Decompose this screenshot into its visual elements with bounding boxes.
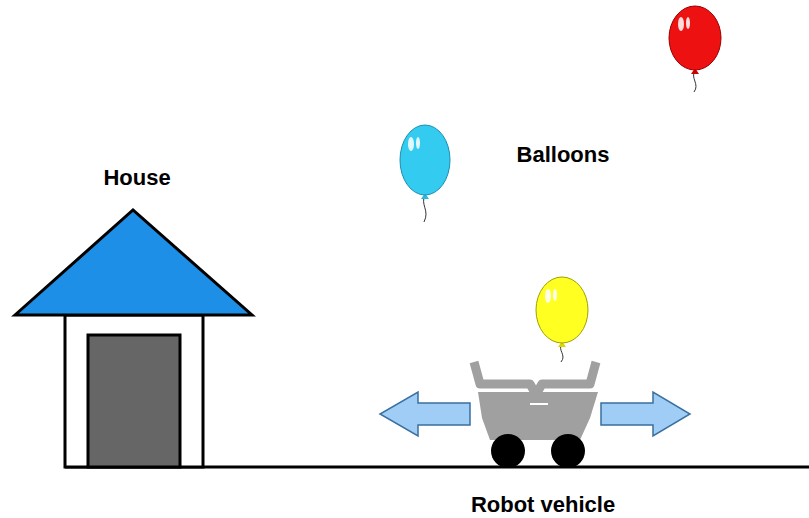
balloon-blue (400, 125, 450, 222)
vehicle-label: Robot vehicle (471, 494, 615, 516)
left-arrow (380, 392, 470, 436)
house-label: House (103, 167, 170, 189)
robot-vehicle (474, 362, 598, 468)
right-arrow (601, 392, 690, 436)
balloon-yellow (536, 277, 588, 362)
house-illustration (15, 210, 252, 467)
balloon-red (669, 6, 721, 92)
balloons-label: Balloons (517, 144, 610, 166)
